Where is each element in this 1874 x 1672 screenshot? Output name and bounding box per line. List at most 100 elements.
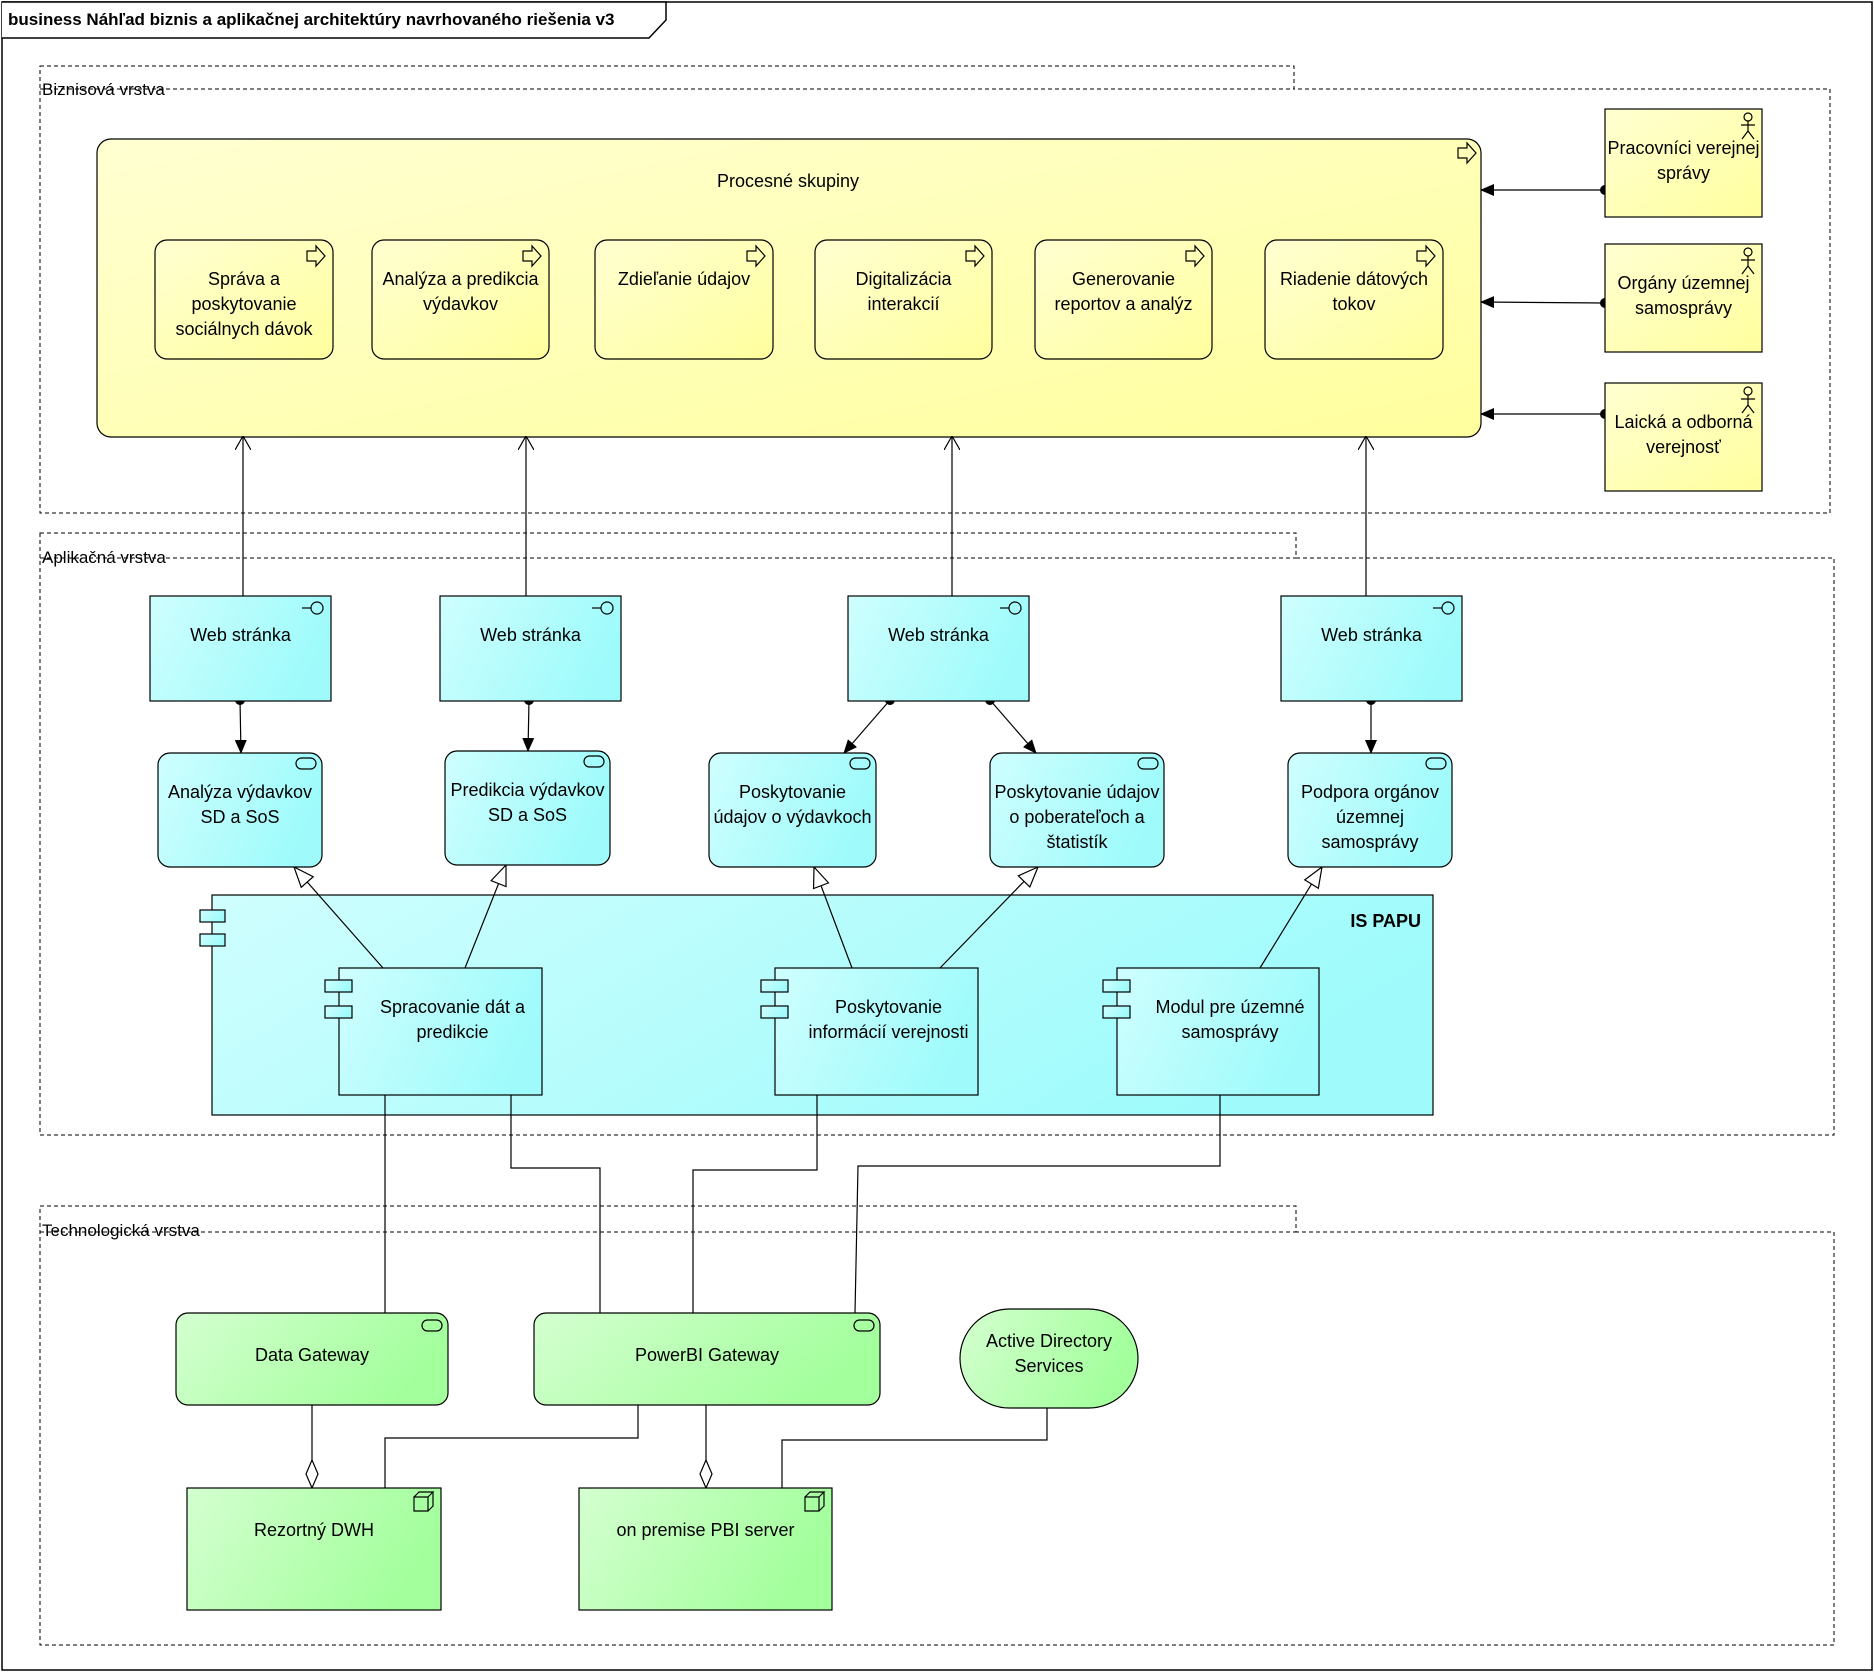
app-interface-2[interactable]: Web stránka — [439, 595, 622, 702]
app-service-label: Analýza výdavkov SD a SoS — [168, 782, 312, 827]
app-interface-3[interactable]: Web stránka — [847, 595, 1030, 702]
app-component-label-line: samosprávy — [1181, 1022, 1278, 1042]
directory-service-shape — [959, 1308, 1139, 1409]
tech-service-shape — [533, 1312, 881, 1406]
app-interface-shape — [149, 595, 332, 702]
process-label-line: Správa a — [208, 269, 281, 289]
association-relation — [781, 1408, 1048, 1488]
tech-node-label: on premise PBI server — [616, 1520, 794, 1540]
tech-service-label: PowerBI Gateway — [635, 1345, 779, 1365]
app-service-label-line: SD a SoS — [200, 807, 279, 827]
layer-technology-border — [39, 1205, 1835, 1646]
app-component-2[interactable]: Poskytovanie informácií verejnosti — [760, 967, 979, 1096]
process-group-box[interactable]: Procesné skupiny — [96, 138, 1482, 438]
app-service-label-line: Podpora orgánov — [1301, 782, 1439, 802]
serving-relation — [843, 695, 895, 754]
directory-service-label-line: Active Directory — [986, 1331, 1112, 1351]
tech-service-2[interactable]: PowerBI Gateway — [533, 1312, 881, 1406]
process-shape — [1034, 239, 1213, 360]
app-interface-1[interactable]: Web stránka — [149, 595, 332, 702]
app-component-label-line: informácií verejnosti — [808, 1022, 968, 1042]
actor-shape — [1604, 243, 1763, 353]
service-icon — [849, 757, 871, 770]
process-arrow-icon — [1185, 244, 1205, 268]
component-port-icon — [324, 979, 353, 993]
realization-relation — [939, 867, 1038, 969]
app-interface-label: Web stránka — [190, 625, 292, 645]
app-interface-label: Web stránka — [888, 625, 990, 645]
serving-relation — [1480, 296, 1610, 309]
app-service-label-line: o poberateľoch a — [1009, 807, 1145, 827]
app-interface-label-line: Web stránka — [480, 625, 582, 645]
layer-application: Aplikačná vrstva — [39, 532, 1835, 1136]
app-service-shape — [157, 752, 323, 868]
connections — [234, 184, 1610, 1488]
realization-relation — [294, 867, 384, 969]
service-icon — [583, 755, 605, 768]
tech-node-label-line: on premise PBI server — [616, 1520, 794, 1540]
actor-shape — [1604, 382, 1763, 492]
process-shape — [594, 239, 774, 360]
process-arrow-icon — [965, 244, 985, 268]
node-icon — [413, 1491, 435, 1512]
tech-node-2[interactable]: on premise PBI server — [578, 1487, 833, 1611]
layer-application-label: Aplikačná vrstva — [42, 548, 166, 567]
app-service-shape — [708, 752, 877, 868]
service-icon — [1425, 757, 1447, 770]
app-interface-label: Web stránka — [1321, 625, 1423, 645]
component-port-icon — [199, 933, 226, 947]
process-label-line: výdavkov — [423, 294, 498, 314]
layer-technology: Technologická vrstva — [39, 1205, 1835, 1646]
service-icon — [853, 1319, 875, 1332]
process-label: Zdieľanie údajov — [618, 269, 750, 289]
process-label-line: Generovanie — [1072, 269, 1175, 289]
app-service-shape — [1287, 752, 1453, 868]
app-service-label-line: Analýza výdavkov — [168, 782, 312, 802]
process-shape — [371, 239, 550, 360]
app-service-shape — [444, 750, 611, 866]
app-component-shape — [1116, 967, 1320, 1096]
app-service-label-line: údajov o výdavkoch — [713, 807, 871, 827]
actor-figure-icon — [1741, 256, 1755, 275]
app-interface-4[interactable]: Web stránka — [1280, 595, 1463, 702]
process-3[interactable]: Zdieľanie údajov — [594, 239, 774, 360]
component-port-icon — [324, 1005, 353, 1019]
app-component-label: Poskytovanie informácií verejnosti — [808, 997, 968, 1042]
diagram-title-tab — [2, 1, 667, 39]
process-arrow-icon — [306, 244, 326, 268]
app-interface-label-line: Web stránka — [888, 625, 990, 645]
tech-node-1[interactable]: Rezortný DWH — [186, 1487, 442, 1611]
process-label-line: Zdieľanie údajov — [618, 269, 750, 289]
app-component-label-line: Poskytovanie — [835, 997, 942, 1017]
app-service-label-line: samosprávy — [1321, 832, 1418, 852]
app-interface-shape — [1280, 595, 1463, 702]
tech-service-1[interactable]: Data Gateway — [175, 1312, 449, 1406]
app-service-1[interactable]: Analýza výdavkov SD a SoS — [157, 752, 323, 868]
service-icon — [421, 1319, 443, 1332]
component-port-icon — [199, 909, 226, 923]
app-interface-shape — [439, 595, 622, 702]
